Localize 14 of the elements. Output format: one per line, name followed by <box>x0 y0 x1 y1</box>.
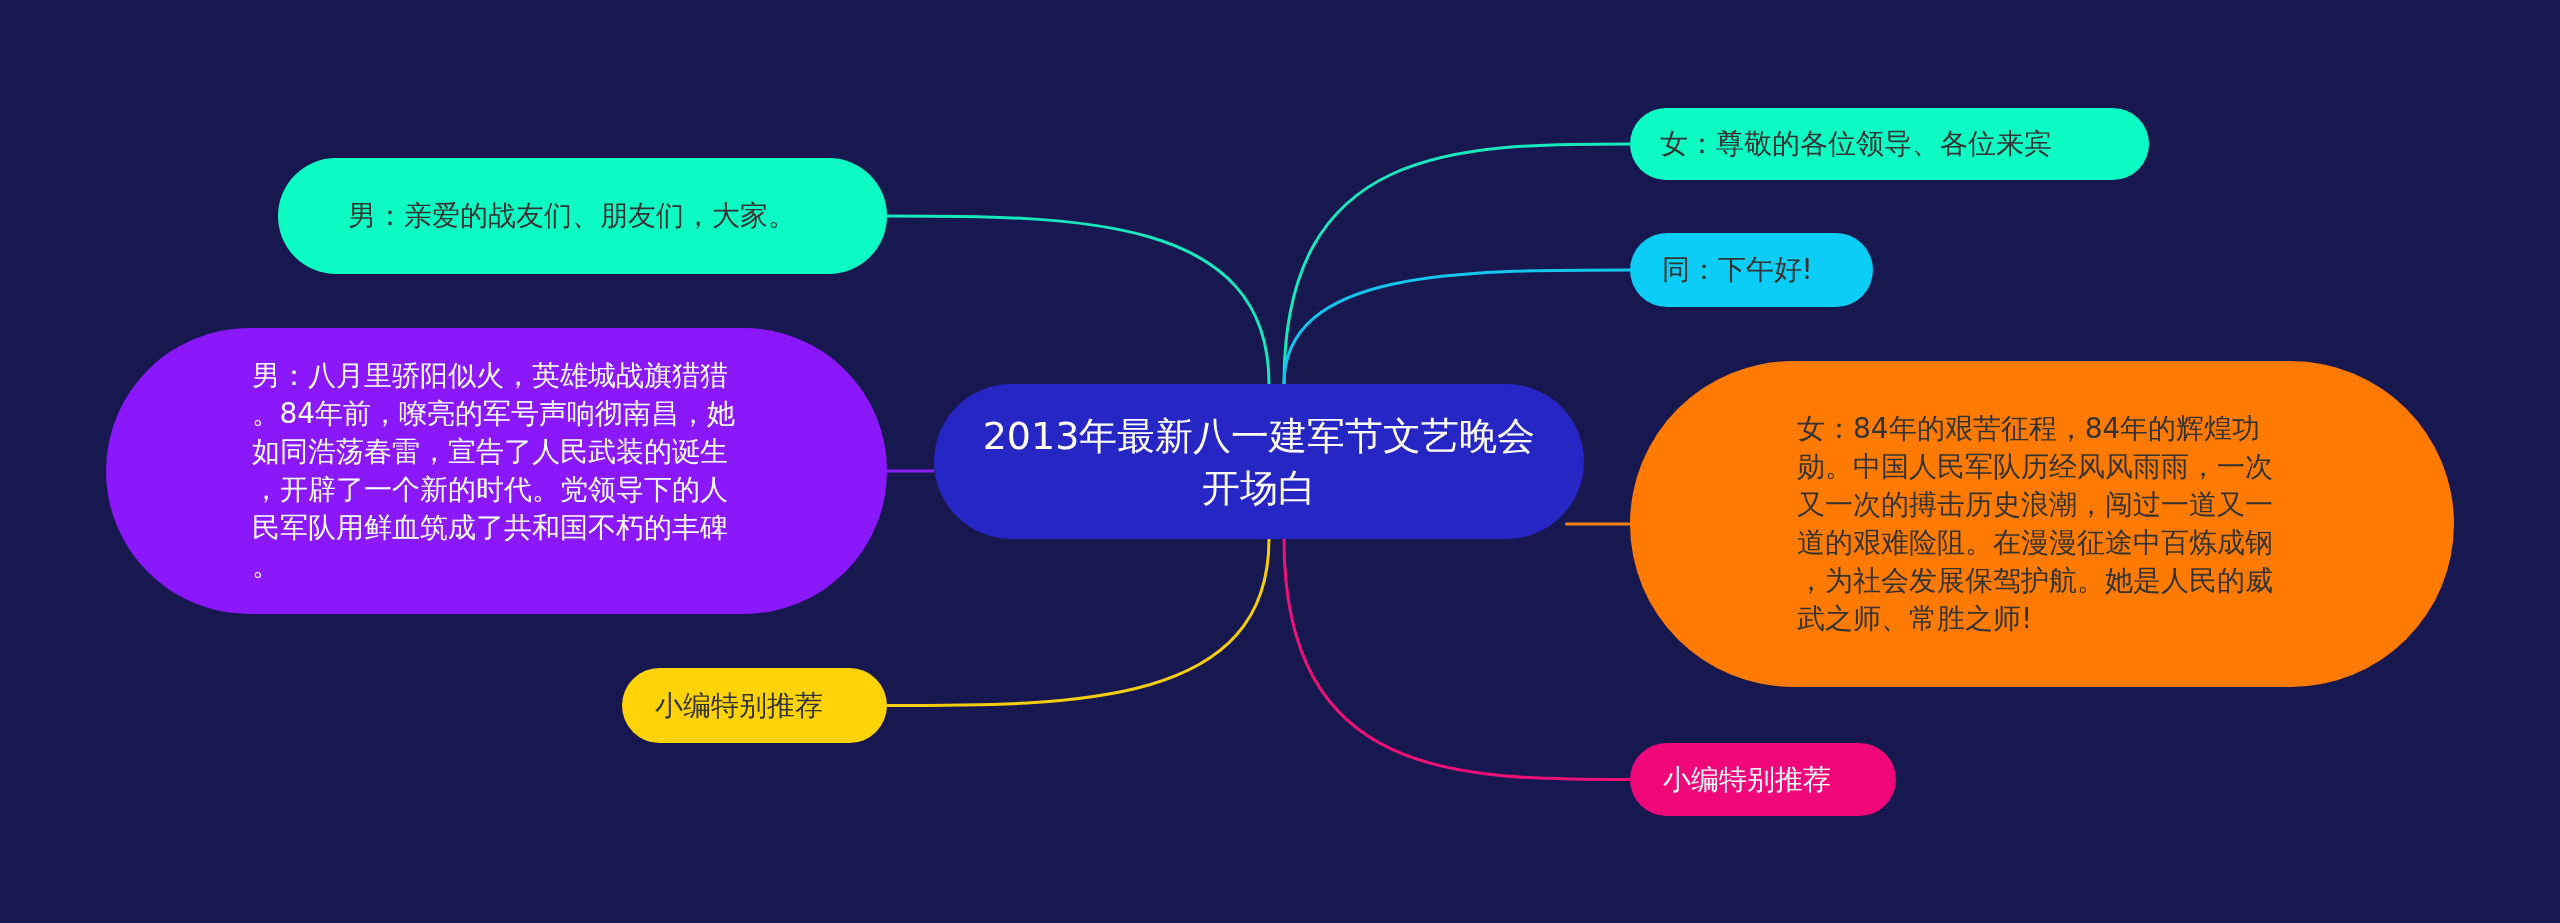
branch-text: 男：亲爱的战友们、朋友们，大家。 <box>347 198 797 234</box>
branch-connector <box>887 469 934 473</box>
branch-text: 同：下午好! <box>1661 252 1814 288</box>
branch-text: 女：84年的艰苦征程，84年的辉煌功勋。中国人民军队历经风风雨雨，一次又一次的搏击历史浪潮，闯过一道又一道的艰难险阻。在漫漫征途中百炼成钢，为社会发展保驾护航。她是人民的威武之师、常胜之师! <box>1797 411 2274 637</box>
branch-text: 女：尊敬的各位领导、各位来宾 <box>1659 126 2053 162</box>
branch-connector <box>887 214 1271 385</box>
topic-title: 2013年最新八一建军节文艺晚会开场白 <box>981 412 1537 512</box>
branch-connector <box>1282 538 1630 781</box>
branch-connector <box>1282 268 1630 385</box>
branch-connector <box>887 538 1271 707</box>
branch-text: 小编特别推荐 <box>1663 761 1832 798</box>
branch-connector <box>1565 522 1630 526</box>
branch-text: 小编特别推荐 <box>654 687 824 724</box>
branch-text: 男：八月里骄阳似火，英雄城战旗猎猎。84年前，嘹亮的军号声响彻南昌，她如同浩荡春雷，宣告了人民武装的诞生，开辟了一个新的时代。党领导下的人民军队用鲜血筑成了共和国不朽的丰碑。 <box>251 358 737 584</box>
